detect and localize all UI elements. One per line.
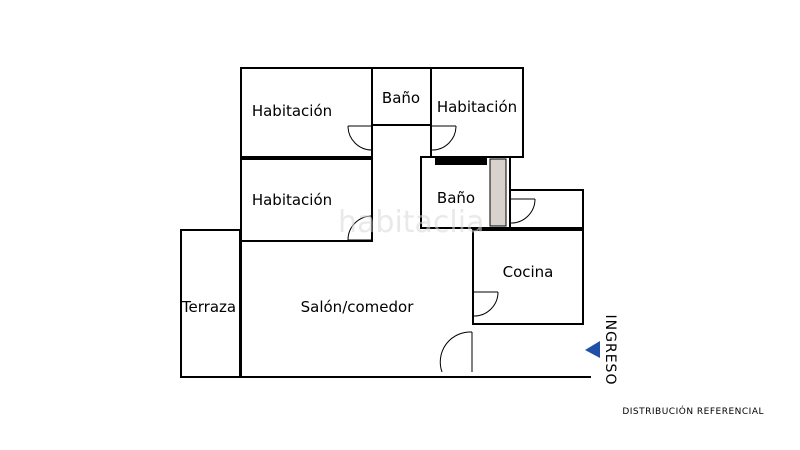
room-habitacion-middle xyxy=(240,158,373,242)
door-habitacion-top-left xyxy=(347,125,373,151)
room-habitacion-top-left xyxy=(240,67,373,158)
watermark-text: habitaclia xyxy=(338,205,484,240)
door-closet-small xyxy=(510,198,536,224)
door-habitacion-top-right xyxy=(431,125,457,151)
label-habitacion-top-right: Habitación xyxy=(437,98,517,116)
bathroom-wall-band xyxy=(435,158,487,165)
label-salon: Salón/comedor xyxy=(301,298,415,316)
room-bano-top xyxy=(371,67,432,126)
label-cocina: Cocina xyxy=(503,263,554,281)
label-bano-top: Baño xyxy=(382,89,420,107)
room-closet-small xyxy=(509,189,584,229)
door-cocina xyxy=(473,291,499,317)
door-entrance xyxy=(439,331,473,373)
wardrobe-block xyxy=(489,158,507,227)
door-habitacion-middle xyxy=(347,215,373,241)
room-terraza xyxy=(180,229,241,378)
entrance-arrow-icon xyxy=(585,341,600,358)
footer-note: DISTRIBUCIÓN REFERENCIAL xyxy=(622,405,764,417)
label-habitacion-middle: Habitación xyxy=(252,191,332,209)
salon-walls xyxy=(240,241,591,378)
entrance-label: INGRESO xyxy=(602,315,618,386)
label-bano-middle: Baño xyxy=(437,189,475,207)
label-terraza: Terraza xyxy=(181,298,236,316)
label-habitacion-top-left: Habitación xyxy=(252,102,332,120)
